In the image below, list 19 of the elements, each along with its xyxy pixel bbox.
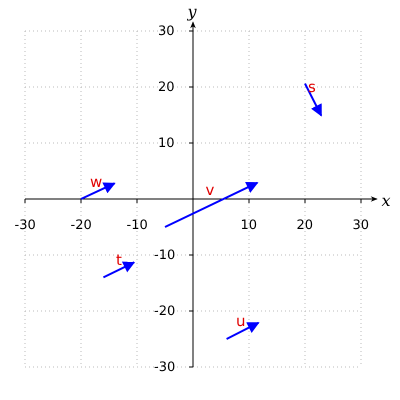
tick-label: 10 (158, 136, 175, 150)
tick-label: -20 (70, 218, 92, 232)
tick-label: 30 (158, 24, 175, 38)
tick-label: 20 (296, 218, 314, 232)
vector-label: u (236, 312, 246, 330)
tick-label: -30 (154, 360, 176, 374)
tick-label: 10 (240, 218, 258, 232)
tick-label: -20 (154, 304, 176, 318)
vector-label: v (206, 182, 214, 198)
vector-label: s (308, 78, 316, 96)
tick-label: 20 (158, 80, 175, 94)
vector-label: t (116, 252, 122, 268)
axis-label: y (188, 3, 197, 21)
tick-label: 30 (352, 218, 370, 232)
vector-label: w (90, 174, 102, 190)
axis-label: x (382, 192, 391, 210)
tick-label: -10 (154, 248, 176, 262)
tick-label: -10 (126, 218, 148, 232)
tick-label: -30 (14, 218, 36, 232)
